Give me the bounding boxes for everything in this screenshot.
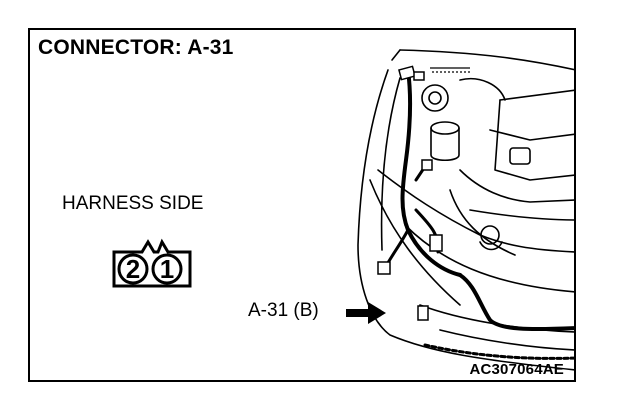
pin-2-circle <box>117 253 149 285</box>
harness-side-label: HARNESS SIDE <box>62 193 204 214</box>
connector-callout-label: A-31 (B) <box>248 300 319 321</box>
pin-1-label: 1 <box>160 254 174 284</box>
connector-face-icon: 2 1 <box>112 238 192 288</box>
pin-1-circle <box>151 253 183 285</box>
figure-code: AC307064AE <box>469 361 564 378</box>
engine-bay-illustration <box>357 49 574 371</box>
connector-a31-marker <box>417 305 429 321</box>
pin-2-label: 2 <box>126 254 140 284</box>
connector-title: CONNECTOR: A-31 <box>38 36 234 59</box>
diagram-frame: CONNECTOR: A-31 HARNESS SIDE 2 1 A-31 (B… <box>28 28 576 382</box>
